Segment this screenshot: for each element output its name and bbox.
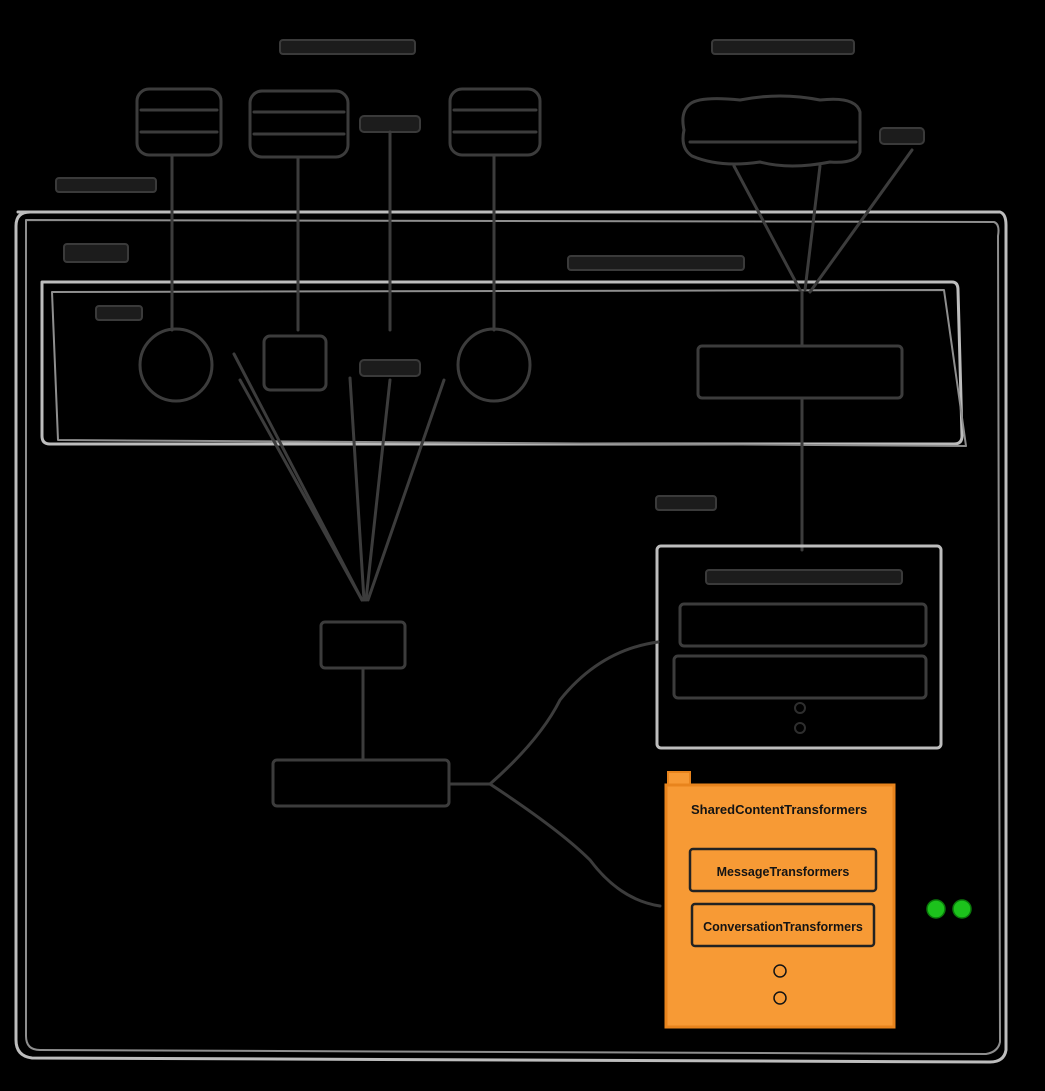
target-cloud (681, 94, 925, 168)
right-package (655, 544, 943, 750)
curved-arrows (488, 640, 662, 908)
processor-node-1 (138, 327, 214, 403)
center-nodes (271, 620, 492, 808)
source-node-2 (248, 89, 350, 159)
conversation-transformers-label: ConversationTransformers (703, 920, 863, 934)
message-transformers-label: MessageTransformers (717, 865, 850, 879)
status-dot-1 (926, 899, 946, 919)
source-label-small (359, 115, 421, 133)
band-transformer-box (696, 344, 904, 400)
ellipsis-dot-2 (773, 991, 787, 1005)
inner-band-frame (40, 280, 967, 447)
source-nodes (135, 87, 542, 159)
aggregator-box (271, 758, 451, 808)
center-node-box (319, 620, 407, 670)
processor-node-3 (456, 327, 532, 403)
processor-node-2 (262, 334, 328, 392)
band-nodes (138, 327, 904, 552)
source-node-1 (135, 87, 223, 157)
status-indicators (926, 899, 972, 919)
package-title: SharedContentTransformers (691, 802, 867, 817)
shared-content-package: SharedContentTransformers MessageTransfo… (664, 771, 896, 1029)
ellipsis-dot-1 (773, 964, 787, 978)
message-transformers-box (688, 847, 878, 893)
fan-in-lines (232, 352, 446, 602)
placeholder-labels (55, 39, 855, 511)
conversation-transformers-box (690, 902, 876, 948)
target-connectors (732, 148, 914, 348)
outer-container (14, 210, 1008, 1064)
source-connectors (170, 130, 496, 332)
status-dot-2 (952, 899, 972, 919)
source-node-3 (448, 87, 542, 157)
